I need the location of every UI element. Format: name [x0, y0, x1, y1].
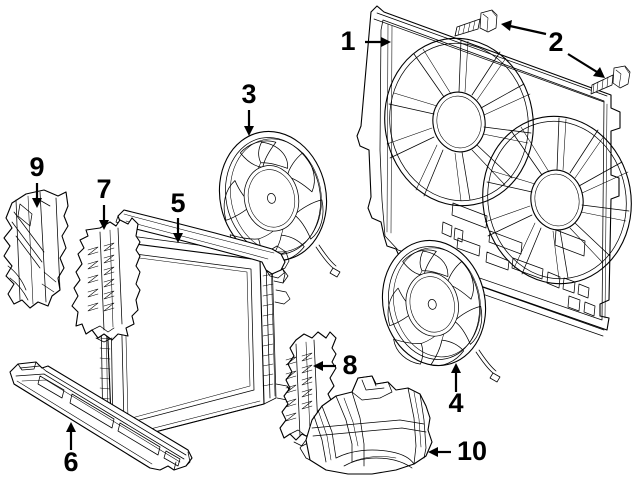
callout-8: 8 [313, 350, 358, 380]
callout-6-number: 6 [63, 447, 78, 477]
part-baffle-left [71, 217, 141, 343]
part-bolt-lower [590, 65, 631, 95]
callout-10-number: 10 [457, 436, 487, 466]
callout-3: 3 [241, 79, 257, 136]
part-outer-deflector [3, 189, 69, 309]
callout-2: 2 [501, 20, 605, 78]
part-bolt-upper [454, 9, 498, 37]
callout-5-number: 5 [170, 188, 185, 218]
shroud-opening-left [384, 37, 534, 207]
callout-1-number: 1 [340, 26, 355, 56]
part-lower-deflector [9, 361, 193, 471]
callout-7: 7 [96, 174, 112, 230]
callout-9: 9 [29, 152, 45, 208]
callout-7-number: 7 [96, 174, 111, 204]
callout-1: 1 [340, 26, 391, 56]
callout-4: 4 [448, 363, 464, 418]
part-upper-fan [218, 130, 341, 278]
callout-10: 10 [428, 436, 487, 466]
part-lower-fan [381, 239, 501, 383]
callout-9-number: 9 [29, 152, 44, 182]
callout-5: 5 [170, 188, 186, 243]
callout-2-number: 2 [548, 27, 563, 57]
callout-layer: 1 2 3 4 [29, 20, 605, 477]
part-air-duct [299, 375, 433, 475]
callout-6: 6 [63, 422, 79, 477]
callout-4-number: 4 [448, 388, 463, 418]
callout-8-number: 8 [342, 350, 357, 380]
callout-3-number: 3 [241, 79, 256, 109]
shroud-vent-slots [441, 202, 596, 317]
part-upper-seal [115, 209, 290, 279]
shroud-opening-right [482, 115, 632, 285]
